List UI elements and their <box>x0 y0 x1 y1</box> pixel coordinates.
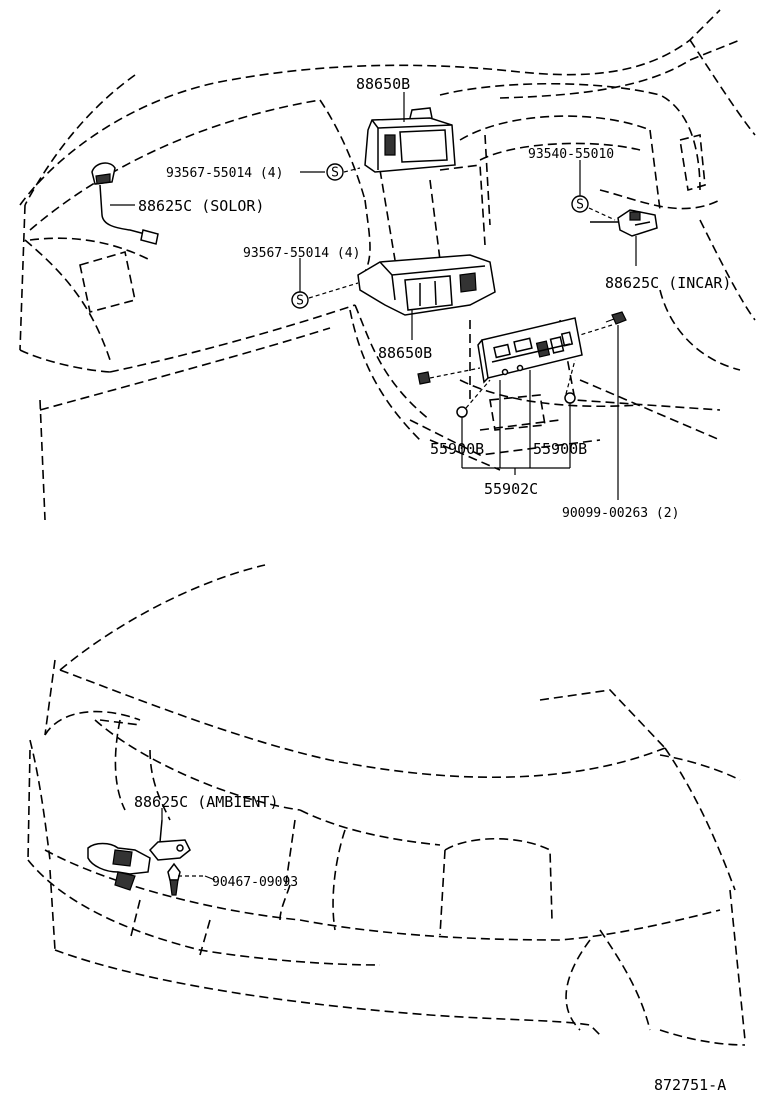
label-clip-90467: 90467-09093 <box>212 875 298 890</box>
front-end-outline <box>27 564 746 1046</box>
label-screw-93567-top: 93567-55014 (4) <box>166 166 283 181</box>
control-assy-bracket <box>462 370 570 475</box>
s-mark-icon: S <box>300 163 361 181</box>
label-knob-left: 55900B <box>430 440 484 458</box>
dashboard-outline <box>19 9 756 521</box>
label-control-assy: 55902C <box>484 480 538 498</box>
svg-text:S: S <box>296 294 304 309</box>
s-mark-icon: S <box>291 258 359 309</box>
screw-icon <box>579 311 627 500</box>
solar-sensor-icon <box>91 162 159 245</box>
label-screw-93540: 93540-55010 <box>528 147 614 162</box>
ambient-sensor-icon <box>87 808 191 891</box>
label-screw-90099: 90099-00263 (2) <box>562 506 679 521</box>
s-mark-icon: S <box>571 160 616 221</box>
svg-text:S: S <box>331 166 339 181</box>
label-incar-sensor: 88625C (INCAR) <box>605 274 731 292</box>
svg-text:S: S <box>576 198 584 213</box>
control-panel-icon <box>477 317 583 384</box>
relay-88650b-top-icon <box>364 92 456 173</box>
label-solar-sensor: 88625C (SOLOR) <box>138 197 264 215</box>
knob-right-icon <box>564 359 576 468</box>
figure-number: 872751-A <box>654 1076 726 1094</box>
incar-sensor-icon <box>590 209 658 266</box>
clip-icon <box>167 862 216 896</box>
label-relay-88650b-top: 88650B <box>356 75 410 93</box>
label-ambient-sensor: 88625C (AMBIENT) <box>134 793 279 811</box>
screw-icon <box>417 367 481 385</box>
amplifier-88650b-icon <box>357 254 496 340</box>
knob-left-icon <box>456 379 491 468</box>
label-screw-93567-mid: 93567-55014 (4) <box>243 246 360 261</box>
label-amplifier-88650b: 88650B <box>378 344 432 362</box>
label-knob-right: 55900B <box>533 440 587 458</box>
